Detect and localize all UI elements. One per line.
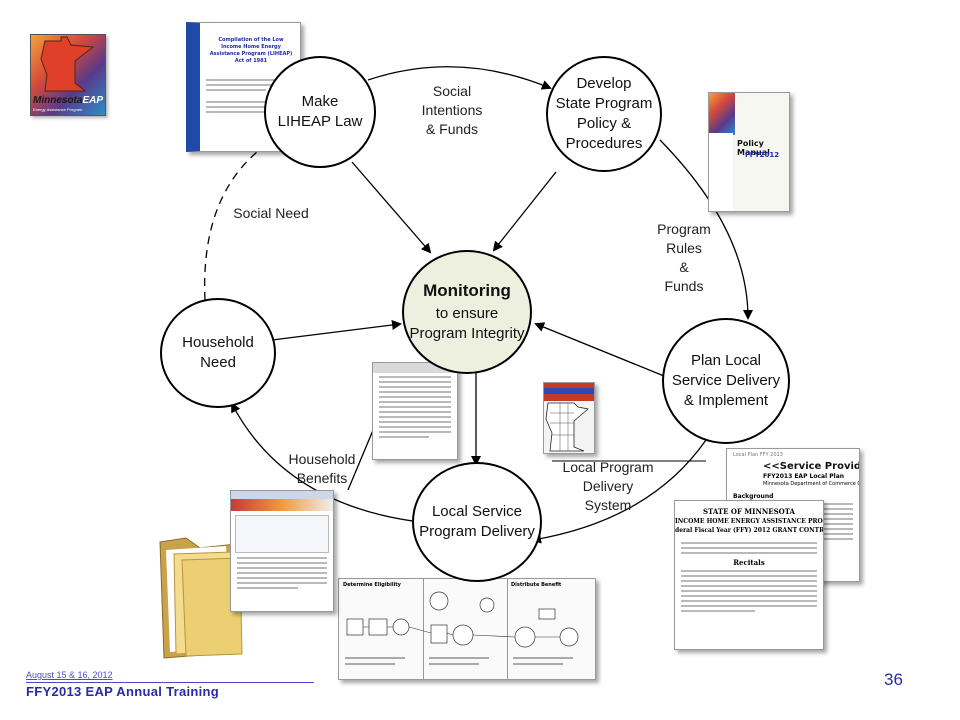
node-develop-state-policy: Develop State Program Policy & Procedure… bbox=[546, 56, 662, 172]
local-plan-dept: Minnesota Department of Commerce Office bbox=[763, 481, 859, 487]
contract-state: STATE OF MINNESOTA bbox=[703, 507, 795, 516]
contract-recitals: Recitals bbox=[733, 558, 765, 567]
arrow-local-to-household bbox=[231, 402, 421, 523]
arrow-plan-to-monitoring bbox=[534, 322, 665, 377]
arrow-law-to-policy bbox=[367, 66, 552, 90]
logo-text-main: Minnesota bbox=[33, 95, 83, 106]
flow-col-distribute: Distribute Benefit bbox=[511, 582, 562, 588]
liheap-doc-title: Compilation of the Low Income Home Energ… bbox=[209, 37, 293, 64]
node-local-service-delivery: Local Service Program Delivery bbox=[412, 462, 542, 582]
arrow-law-to-monitoring bbox=[351, 161, 432, 254]
policy-manual-year: FFY2012 bbox=[745, 151, 780, 159]
monitoring-title: Monitoring bbox=[423, 280, 511, 300]
label-program-rules: Program Rules & Funds bbox=[648, 220, 720, 296]
node-label-line: Policy & bbox=[576, 115, 632, 132]
logo-subtitle: Energy Assistance Program bbox=[33, 107, 83, 112]
label-local-program-delivery: Local Program Delivery System bbox=[556, 458, 660, 515]
edge-label-line: System bbox=[584, 497, 632, 513]
application-website-screenshot bbox=[230, 490, 334, 612]
contract-line3: deral Fiscal Year (FFY) 2012 GRANT CONTR… bbox=[675, 527, 824, 534]
node-label-line: Program Delivery bbox=[419, 523, 535, 540]
policy-manual-document: Policy Manual FFY2012 bbox=[708, 92, 790, 212]
edge-label-line: Delivery bbox=[582, 478, 634, 494]
label-social-need: Social Need bbox=[224, 204, 318, 223]
node-make-liheap-law: Make LIHEAP Law bbox=[264, 56, 376, 168]
arrow-policy-to-monitoring bbox=[492, 171, 557, 252]
node-label-line: State Program bbox=[555, 95, 653, 112]
flow-shapes-icon bbox=[345, 591, 579, 665]
contract-line2: INCOME HOME ENERGY ASSISTANCE PROGRA bbox=[675, 518, 824, 525]
node-household-need: Household Need bbox=[160, 298, 276, 408]
label-household-benefits: Household Benefits bbox=[284, 450, 360, 488]
edge-label-line: Social bbox=[432, 83, 472, 99]
local-plan-section: Background bbox=[733, 493, 774, 500]
footer-divider bbox=[26, 682, 314, 683]
node-monitoring: Monitoring to ensure Program Integrity bbox=[402, 250, 532, 374]
node-label-line: Service Delivery bbox=[671, 372, 781, 389]
label-social-intentions: Social Intentions & Funds bbox=[414, 82, 490, 139]
minnesota-eap-logo: MinnesotaEAP Energy Assistance Program bbox=[30, 34, 106, 116]
file-folder-image bbox=[156, 520, 244, 660]
folder-icon bbox=[159, 537, 243, 659]
process-flow-chart-document: Determine Eligibility Distribute Benefit bbox=[338, 578, 596, 680]
arrow-plan-to-local bbox=[531, 439, 707, 544]
node-label-line: to ensure bbox=[435, 304, 499, 322]
liheap-spine-label: LIHEAP REQUIREMENTS bbox=[187, 37, 196, 143]
node-label-line: & Implement bbox=[683, 392, 769, 409]
logo-text-accent: EAP bbox=[82, 95, 104, 106]
minnesota-map-image bbox=[543, 382, 595, 454]
local-plan-header: <<Service Provider bbox=[763, 461, 860, 472]
edge-label-line: & Funds bbox=[425, 121, 479, 137]
node-label-line: Local Service bbox=[431, 503, 523, 520]
node-label-line: Make bbox=[301, 93, 339, 110]
flow-col-eligibility: Determine Eligibility bbox=[343, 582, 401, 588]
footer-title: FFY2013 EAP Annual Training bbox=[26, 684, 220, 699]
policy-manual-title: Policy Manual bbox=[737, 139, 770, 157]
edge-label-line: Funds bbox=[664, 278, 704, 294]
edge-label-line: Local Program bbox=[562, 459, 654, 475]
page-number: 36 bbox=[884, 670, 903, 689]
node-label-line: Need bbox=[200, 354, 236, 371]
node-label-line: Develop bbox=[576, 75, 632, 92]
node-label-line: Procedures bbox=[565, 135, 643, 152]
edge-label-line: Program bbox=[657, 221, 711, 237]
node-label-line: Household bbox=[182, 334, 254, 351]
program-report-document bbox=[372, 362, 458, 460]
node-label-line: Program Integrity bbox=[409, 324, 525, 342]
minnesota-state-icon bbox=[40, 36, 95, 92]
edge-label-line: Intentions bbox=[421, 102, 483, 118]
node-plan-local-service: Plan Local Service Delivery & Implement bbox=[662, 318, 790, 444]
arrow-household-to-monitoring bbox=[271, 320, 402, 341]
node-label-line: LIHEAP Law bbox=[277, 113, 363, 130]
edge-label-line: Rules bbox=[666, 240, 702, 256]
county-map-icon bbox=[544, 383, 594, 452]
local-plan-subtitle: FFY2013 EAP Local Plan bbox=[763, 473, 845, 480]
node-label-line: Plan Local bbox=[690, 352, 762, 369]
edge-label-line: Benefits bbox=[296, 470, 348, 486]
edge-label-line: & bbox=[679, 259, 689, 275]
edge-label-line: Household bbox=[288, 451, 356, 467]
grant-contract-document: STATE OF MINNESOTA INCOME HOME ENERGY AS… bbox=[674, 500, 824, 650]
arrow-household-to-law-dashed bbox=[204, 140, 272, 301]
footer-date: August 15 & 16, 2012 bbox=[26, 670, 113, 680]
arrow-policy-to-plan bbox=[659, 139, 753, 320]
edge-label-line: Social Need bbox=[233, 205, 309, 221]
